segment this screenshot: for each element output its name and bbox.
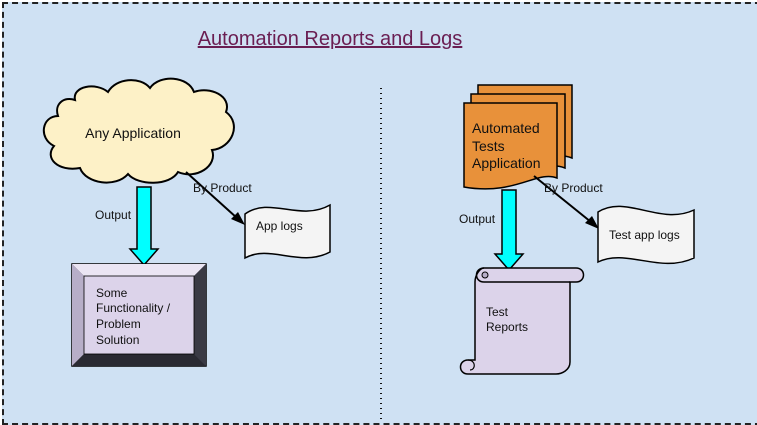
functionality-line-1: Some <box>96 286 128 300</box>
test-reports-line-1: Test <box>486 305 509 319</box>
byproduct-arrow-left <box>185 171 238 219</box>
output-arrow-right <box>493 189 525 272</box>
diagram-title: Automation Reports and Logs <box>197 28 463 50</box>
test-reports-scroll <box>459 267 585 375</box>
automated-tests-line-3: Application <box>472 155 541 171</box>
byproduct-label-right: By Product <box>544 181 603 195</box>
byproduct-arrowhead-right <box>585 216 599 229</box>
output-label-left: Output <box>95 208 132 222</box>
byproduct-arrowhead-left <box>231 212 245 225</box>
output-arrow-left <box>128 186 160 267</box>
functionality-line-2: Functionality / <box>96 301 171 315</box>
app-logs-document <box>244 203 331 260</box>
output-label-right: Output <box>459 212 496 226</box>
test-app-logs-label: Test app logs <box>609 228 680 242</box>
functionality-box <box>71 263 207 367</box>
application-label: Any Application <box>85 125 181 141</box>
automated-tests-line-2: Tests <box>472 138 505 154</box>
application-cloud <box>43 77 235 184</box>
byproduct-arrow-right <box>533 175 592 223</box>
test-reports-line-2: Reports <box>486 320 528 334</box>
functionality-line-3: Problem <box>96 317 141 331</box>
automated-tests-documents <box>463 84 573 190</box>
automated-tests-line-1: Automated <box>472 120 540 136</box>
test-app-logs-document <box>597 205 695 265</box>
byproduct-label-left: By Product <box>193 181 252 195</box>
functionality-line-4: Solution <box>96 333 139 347</box>
app-logs-label: App logs <box>256 219 303 233</box>
